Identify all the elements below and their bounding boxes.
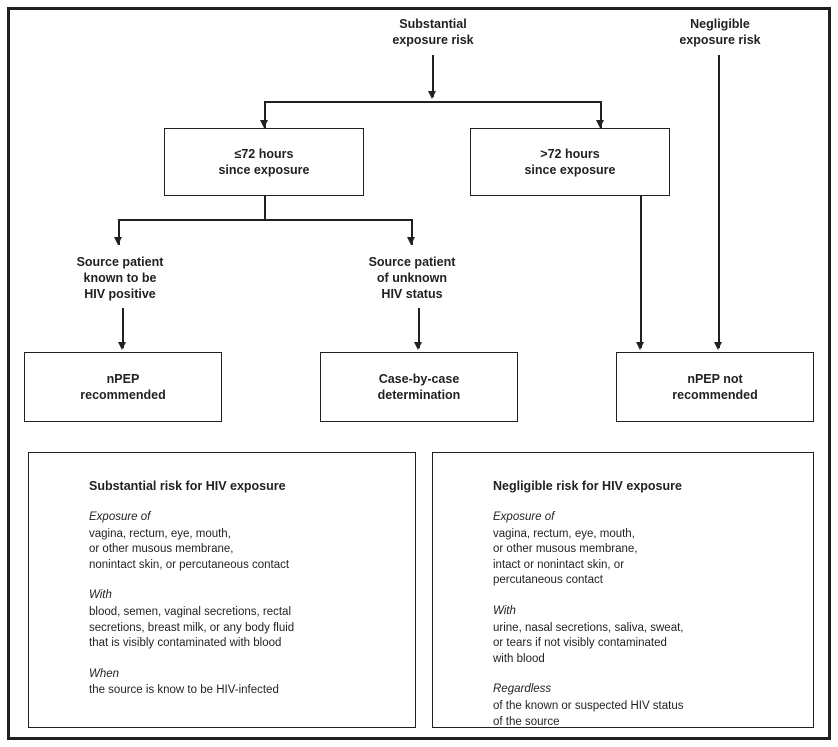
node-within-72-hours-label: ≤72 hours since exposure <box>218 147 310 177</box>
node-npep-not-recommended: nPEP not recommended <box>616 352 814 422</box>
node-npep-recommended-label: nPEP recommended <box>80 372 166 402</box>
legend-substantial-group-with-body: blood, semen, vaginal secretions, rectal… <box>89 605 295 650</box>
node-after-72-hours: >72 hours since exposure <box>470 128 670 196</box>
node-source-known-positive-label: Source patient known to be HIV positive <box>76 255 164 301</box>
connector-to-source-unknown-arrowhead <box>407 237 415 245</box>
node-source-unknown-status-label: Source patient of unknown HIV status <box>368 255 456 301</box>
figure-outer-border <box>7 7 831 740</box>
node-source-known-positive: Source patient known to be HIV positive <box>35 250 205 306</box>
legend-negligible-group-with-head: With <box>493 605 516 618</box>
node-case-by-case: Case-by-case determination <box>320 352 518 422</box>
legend-negligible-group-regardless-head: Regardless <box>493 683 552 696</box>
node-npep-recommended: nPEP recommended <box>24 352 222 422</box>
connector-to-after-72-arrowhead <box>596 120 604 128</box>
legend-substantial-group-when-body: the source is know to be HIV-infected <box>89 684 279 697</box>
legend-negligible-risk-title: Negligible risk for HIV exposure <box>493 479 682 493</box>
connector-source-split-bar <box>118 219 412 221</box>
node-substantial-exposure-risk: Substantial exposure risk <box>333 12 533 52</box>
legend-substantial-group-exposure-of-head: Exposure of <box>89 511 151 523</box>
legend-negligible-group-with: With urine, nasal secretions, saliva, sw… <box>493 604 795 667</box>
node-source-unknown-status: Source patient of unknown HIV status <box>327 250 497 306</box>
legend-box-negligible-risk: Negligible risk for HIV exposure Exposur… <box>432 452 814 728</box>
node-after-72-hours-label: >72 hours since exposure <box>524 147 616 177</box>
node-within-72-hours: ≤72 hours since exposure <box>164 128 364 196</box>
connector-to-npep-recommended-line <box>122 308 124 348</box>
connector-to-within-72-arrowhead <box>260 120 268 128</box>
connector-to-within-72-line <box>264 101 266 128</box>
legend-negligible-group-exposure-of-head: Exposure of <box>493 511 555 523</box>
legend-negligible-group-with-body: urine, nasal secretions, saliva, sweat, … <box>493 621 684 665</box>
legend-substantial-group-when-head: When <box>89 667 120 680</box>
connector-to-source-unknown-line <box>411 219 413 245</box>
connector-to-source-known-line <box>118 219 120 245</box>
legend-substantial-group-exposure-of: Exposure of vagina, rectum, eye, mouth, … <box>89 510 397 573</box>
node-substantial-exposure-risk-label: Substantial exposure risk <box>392 17 474 47</box>
legend-substantial-group-with-head: With <box>89 589 112 602</box>
connector-to-npep-recommended-arrowhead <box>118 342 126 350</box>
legend-substantial-risk-title: Substantial risk for HIV exposure <box>89 479 286 493</box>
legend-negligible-group-regardless: Regardless of the known or suspected HIV… <box>493 682 795 730</box>
connector-negligible-to-not-recommended-arrowhead <box>714 342 722 350</box>
connector-to-case-by-case-line <box>418 308 420 348</box>
legend-substantial-group-exposure-of-body: vagina, rectum, eye, mouth, or other mus… <box>89 527 290 571</box>
connector-after-72-to-not-recommended-line <box>640 196 642 348</box>
node-negligible-exposure-risk-label: Negligible exposure risk <box>679 17 761 47</box>
connector-to-after-72-line <box>600 101 602 128</box>
legend-negligible-group-exposure-of: Exposure of vagina, rectum, eye, mouth, … <box>493 510 795 589</box>
node-case-by-case-label: Case-by-case determination <box>377 372 461 402</box>
legend-substantial-group-when: When the source is know to be HIV-infect… <box>89 667 397 699</box>
connector-substantial-stem-arrowhead <box>428 91 436 99</box>
connector-negligible-to-not-recommended-line <box>718 55 720 348</box>
connector-substantial-stem <box>432 55 434 97</box>
legend-negligible-group-regardless-body: of the known or suspected HIV status of … <box>493 699 684 728</box>
connector-substantial-split-bar <box>264 101 602 103</box>
legend-negligible-group-exposure-of-body: vagina, rectum, eye, mouth, or other mus… <box>493 527 638 587</box>
legend-box-substantial-risk: Substantial risk for HIV exposure Exposu… <box>28 452 416 728</box>
connector-to-case-by-case-arrowhead <box>414 342 422 350</box>
node-negligible-exposure-risk: Negligible exposure risk <box>640 12 800 52</box>
connector-after-72-to-not-recommended-arrowhead <box>636 342 644 350</box>
node-npep-not-recommended-label: nPEP not recommended <box>672 372 758 402</box>
legend-substantial-group-with: With blood, semen, vaginal secretions, r… <box>89 588 397 651</box>
connector-to-source-known-arrowhead <box>114 237 122 245</box>
connector-within-72-stem <box>264 196 266 220</box>
